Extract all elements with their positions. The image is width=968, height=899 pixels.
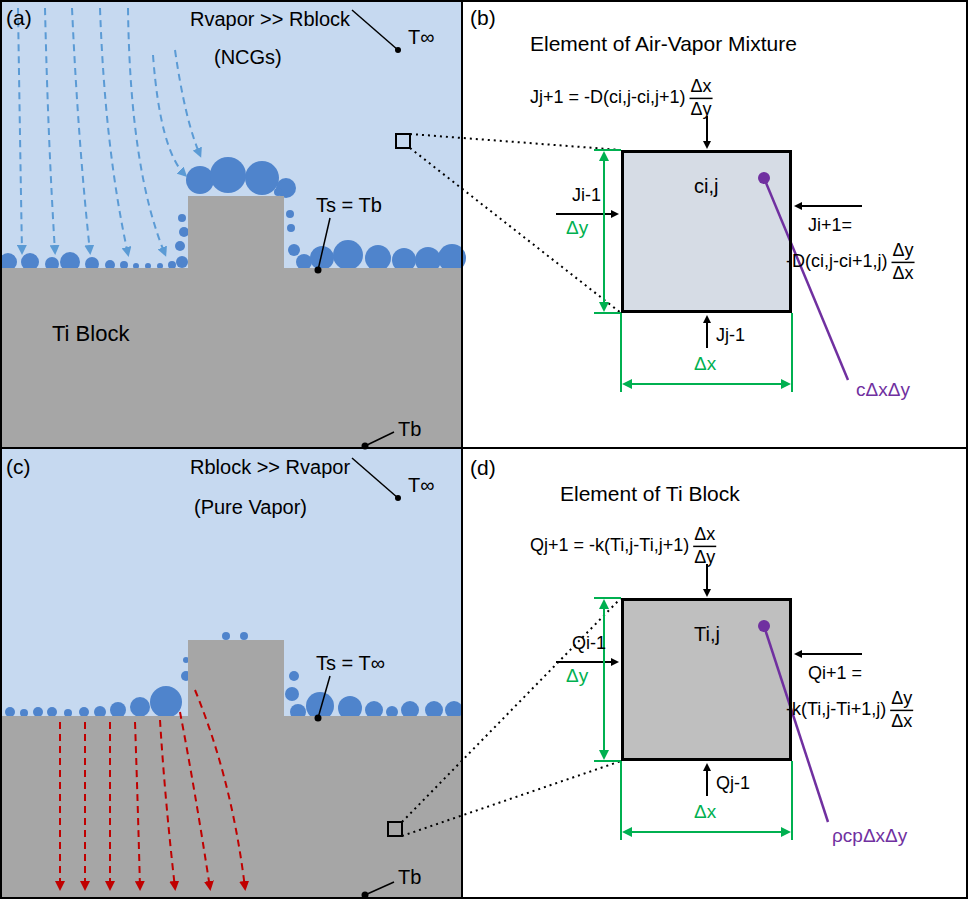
droplet: [130, 697, 150, 717]
flux-equation: -D(ci,j-ci+1,j): [786, 252, 888, 272]
fraction-denominator: Δy: [691, 100, 712, 120]
fraction-numerator: Δy: [891, 689, 912, 709]
droplet: [176, 256, 188, 268]
node-label: Ti Block: [52, 322, 129, 346]
flux-label: Ji-1: [572, 186, 601, 206]
droplet: [5, 707, 15, 717]
fraction-denominator: Δy: [694, 548, 715, 568]
gas-note: (Pure Vapor): [194, 496, 307, 518]
droplet: [64, 709, 72, 717]
droplet: [287, 224, 295, 232]
droplet: [210, 157, 246, 193]
ti-block: Ti Block: [0, 268, 462, 448]
droplet: [120, 261, 128, 269]
droplet: [110, 702, 126, 718]
panel-letter: (d): [470, 456, 496, 479]
fraction-denominator: Δx: [891, 712, 912, 732]
node-label: ci,j: [694, 175, 718, 197]
surface-temp-label: Ts = T∞: [316, 652, 385, 674]
droplet: [296, 254, 312, 270]
storage-term: cΔxΔy: [856, 380, 910, 401]
heat-label: Qi-1: [572, 634, 606, 654]
droplet: [79, 707, 89, 717]
heat-label: Qi+1 =: [808, 664, 862, 684]
surface-temp-label: Ts = Tb: [316, 194, 382, 216]
heat-equation: Qj+1 = -k(Ti,j-Ti,j+1): [530, 536, 689, 556]
droplet: [240, 632, 248, 640]
droplet: [178, 214, 186, 222]
droplet: [33, 707, 43, 717]
fraction-numerator: Δx: [694, 525, 715, 545]
droplet: [285, 687, 299, 701]
droplet: [150, 686, 182, 718]
panel-title: Element of Air-Vapor Mixture: [530, 32, 797, 55]
dimension-label: Δx: [694, 802, 716, 823]
droplet: [245, 161, 279, 195]
panel-letter: (a): [6, 6, 32, 29]
fraction-numerator: Δx: [691, 77, 712, 97]
panel-title: Element of Ti Block: [560, 482, 740, 505]
droplet: [286, 210, 294, 218]
droplet: [175, 241, 185, 251]
fraction-numerator: Δy: [893, 241, 914, 261]
temperature-label: T∞: [408, 26, 434, 48]
droplet: [20, 709, 28, 717]
base-temp-label: Tb: [398, 418, 421, 440]
droplet: [438, 244, 466, 272]
gas-note: (NCGs): [214, 46, 282, 68]
flux-label: Ji+1=: [808, 216, 852, 236]
resistance-note: Rblock >> Rvapor: [190, 456, 350, 478]
dimension-label: Δy: [566, 666, 588, 687]
droplet: [288, 244, 300, 256]
droplet: [274, 188, 282, 196]
flux-label: Jj-1: [716, 326, 745, 346]
fraction-denominator: Δx: [893, 264, 914, 284]
storage-term: ρcpΔxΔy: [832, 826, 907, 847]
panel-letter: (c): [6, 455, 31, 478]
ti-block-element: Ti,j: [621, 598, 792, 761]
air-vapor-element: ci,j: [621, 150, 792, 313]
droplet: [289, 671, 299, 681]
temperature-label: T∞: [408, 474, 434, 496]
droplet: [168, 261, 176, 269]
node-label: Ti,j: [694, 623, 720, 645]
dimension-label: Δx: [694, 354, 716, 375]
dimension-label: Δy: [566, 218, 588, 239]
panel-letter: (b): [470, 6, 496, 29]
droplet: [186, 166, 214, 194]
droplet: [333, 240, 363, 270]
droplet: [47, 707, 57, 717]
flux-equation: Jj+1 = -D(ci,j-ci,j+1): [530, 88, 686, 108]
droplet: [222, 632, 230, 640]
resistance-note: Rvapor >> Rblock: [190, 8, 350, 30]
droplet: [365, 245, 391, 271]
droplet: [179, 227, 189, 237]
heat-equation: -k(Ti,j-Ti+1,j): [786, 700, 886, 720]
base-temp-label: Tb: [398, 866, 421, 888]
heat-label: Qj-1: [716, 774, 750, 794]
